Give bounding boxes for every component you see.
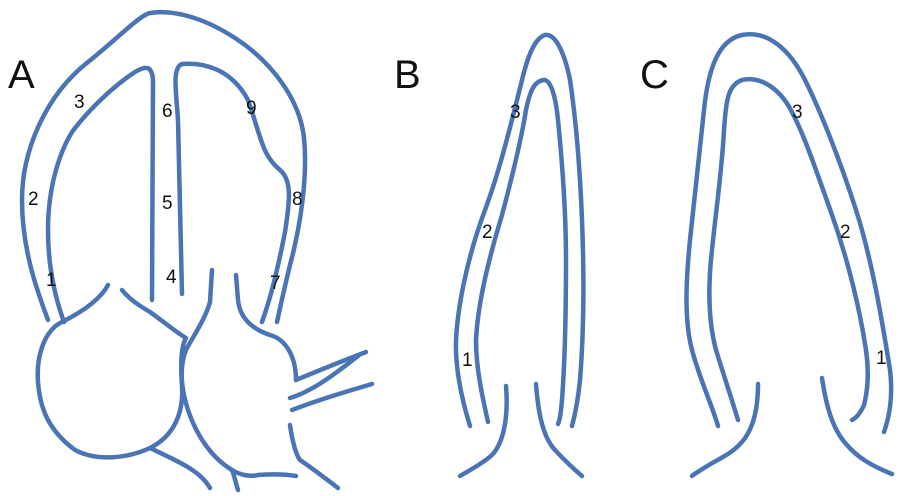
panel-a-label-5: 5 (162, 193, 173, 214)
panel-b: B 1 2 3 (394, 35, 583, 476)
panel-c-left-flare (692, 384, 758, 476)
panel-a-vessel-lower-b (258, 474, 296, 476)
panel-c-right-flare (822, 378, 892, 474)
panel-a-label-4: 4 (166, 267, 177, 288)
panel-c: C 1 2 3 (640, 34, 892, 476)
panel-a-label-2: 2 (28, 189, 39, 210)
panel-a-septum-lower (150, 448, 210, 488)
panel-a-label-3: 3 (74, 92, 85, 113)
panel-c-inner-wall (709, 79, 867, 420)
panel-c-label-3: 3 (792, 102, 803, 123)
panel-a-label-9: 9 (246, 98, 257, 119)
panel-c-outer-wall (687, 34, 892, 432)
panel-a-label-1: 1 (46, 270, 57, 291)
panel-b-right-flare (536, 384, 582, 476)
panel-c-label-2: 2 (840, 222, 851, 243)
panel-b-letter: B (394, 53, 421, 97)
panel-a-vessel-mid (292, 384, 372, 410)
panel-a-right-chamber-outer (236, 275, 296, 380)
panel-b-label-1: 1 (462, 350, 473, 371)
panel-a-label-8: 8 (292, 189, 303, 210)
panel-a-label-6: 6 (162, 101, 173, 122)
panel-b-inner-wall (476, 80, 566, 424)
panel-a-label-7: 7 (270, 273, 281, 294)
panel-c-letter: C (640, 53, 669, 97)
panel-a-left-inner-wall (48, 68, 153, 322)
panel-a-outer-wall (22, 12, 305, 322)
panel-b-label-3: 3 (510, 102, 521, 123)
panel-a-right-atrium (182, 270, 258, 476)
panel-a-vessel-lower (290, 425, 338, 488)
panel-b-label-2: 2 (482, 222, 493, 243)
panel-c-label-1: 1 (876, 348, 887, 369)
panel-a-letter: A (8, 53, 35, 97)
panel-a: A 1 2 3 4 5 6 7 8 9 (8, 12, 372, 490)
